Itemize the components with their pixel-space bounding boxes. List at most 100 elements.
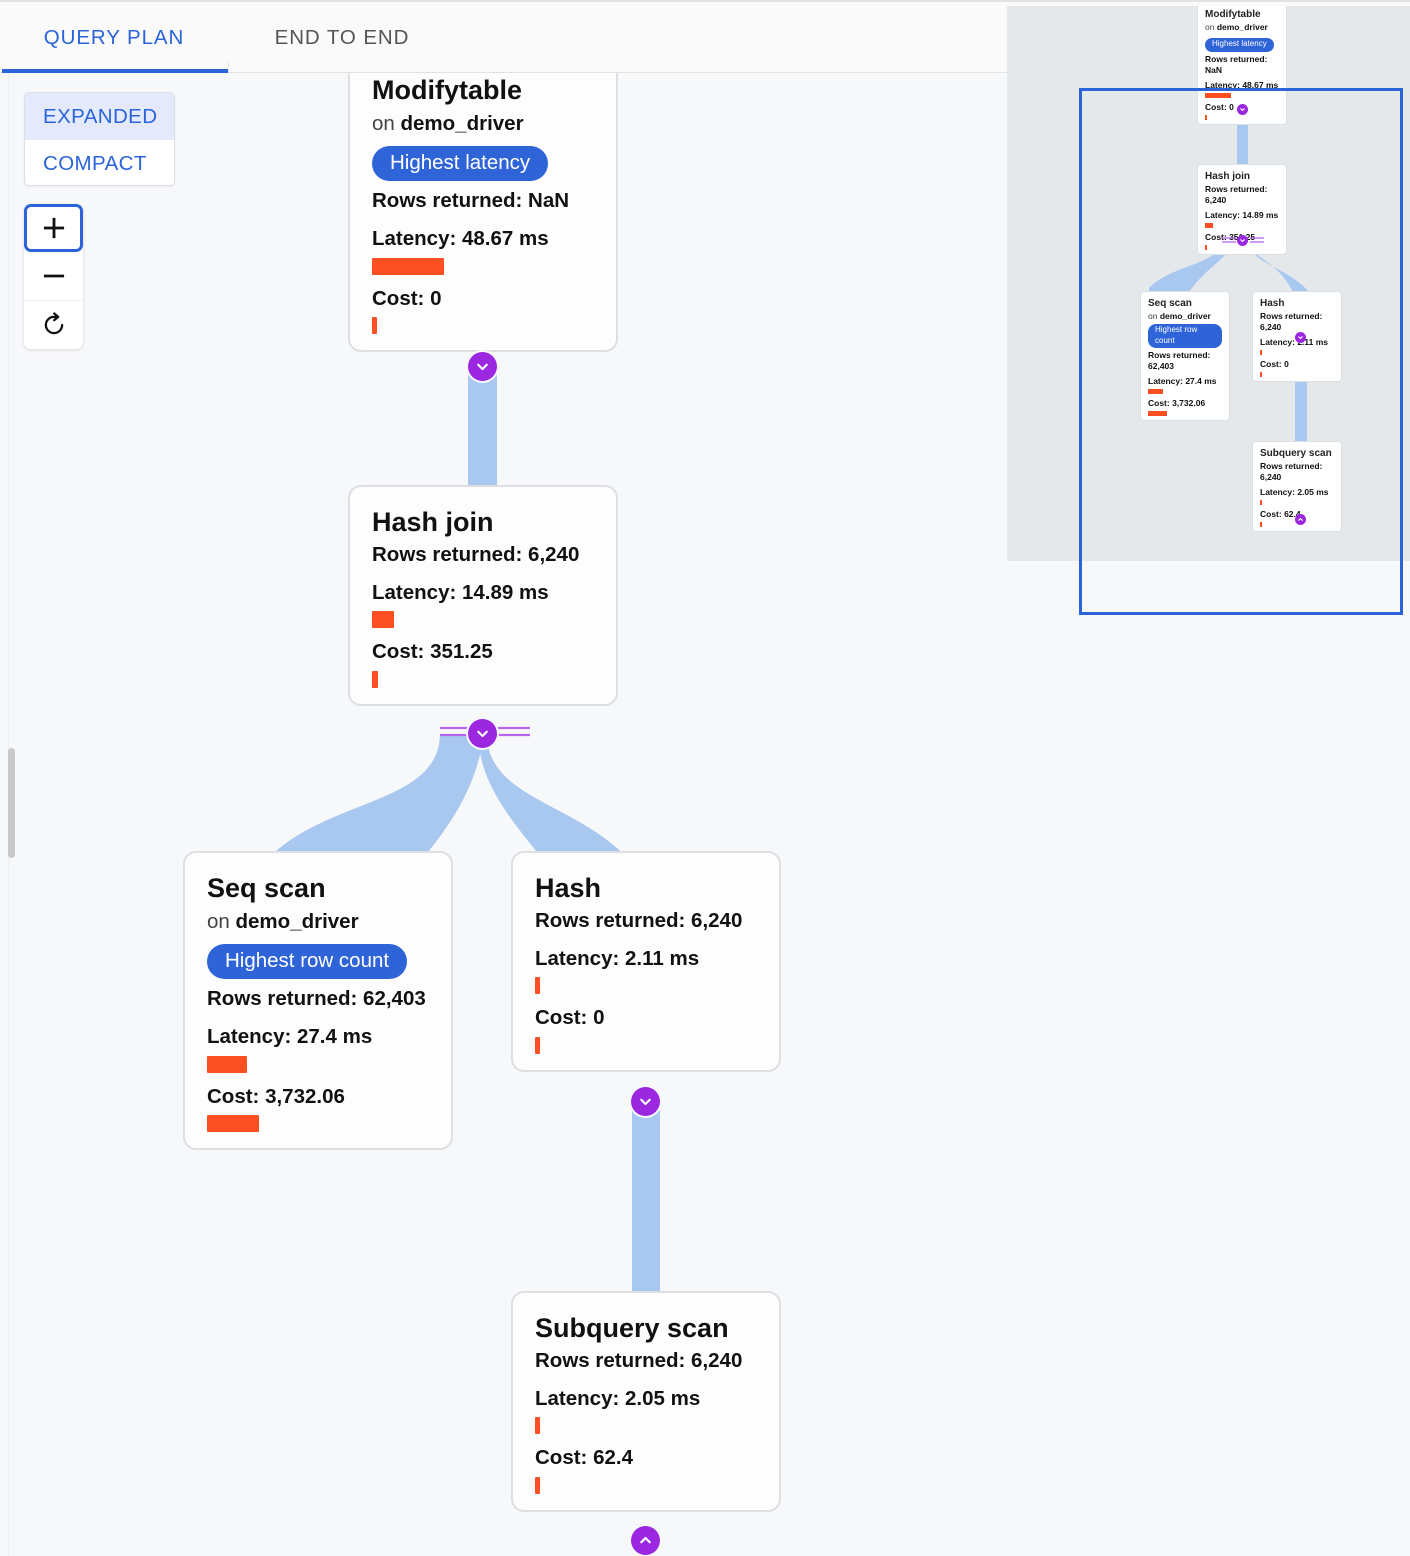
minimap-toggle-subquery-scan[interactable] — [1295, 514, 1306, 525]
minimap-node-rows: Rows returned: NaN — [1205, 53, 1268, 75]
zoom-in-button[interactable] — [24, 204, 83, 252]
tab-end-to-end[interactable]: END TO END — [228, 4, 456, 72]
minimap-node-title: Subquery scan — [1260, 448, 1332, 459]
minimap-hash-join-collapse-indicator — [1222, 237, 1264, 243]
minimap-node-badge: Highest row count — [1148, 324, 1222, 349]
plan-node-subquery-scan[interactable]: Subquery scan Rows returned: 6,240 Laten… — [511, 1291, 781, 1512]
node-rows-returned: Rows returned: 6,240 — [372, 542, 580, 566]
view-mode-compact-label: COMPACT — [43, 151, 147, 175]
chevron-up-icon — [1298, 517, 1303, 521]
minimap-node-latency: Latency: 27.4 ms — [1148, 376, 1217, 387]
node-badge-highest-row-count: Highest row count — [207, 943, 408, 980]
view-mode-compact[interactable]: COMPACT — [25, 140, 174, 185]
minimap-node-title: Hash join — [1205, 171, 1251, 182]
plan-node-hash-join[interactable]: Hash join Rows returned: 6,240 Latency: … — [348, 485, 618, 706]
toggle-expand-subquery-scan[interactable] — [631, 1526, 660, 1555]
relation-name: demo_driver — [1159, 311, 1211, 321]
latency-bar — [372, 257, 444, 275]
toggle-collapse-hash[interactable] — [631, 1087, 660, 1116]
node-latency: Latency: 14.89 ms — [372, 580, 549, 604]
hash-join-collapse-indicator — [440, 726, 530, 737]
chevron-up-icon — [640, 1536, 651, 1544]
minimap-cost-bar — [1205, 245, 1207, 251]
node-cost: Cost: 351.25 — [372, 640, 493, 664]
node-latency: Latency: 2.05 ms — [535, 1386, 701, 1410]
minimap-node-title: Hash — [1260, 298, 1285, 309]
minimap-node-cost: Cost: 0 — [1205, 101, 1234, 112]
minimap-node-title: Modifytable — [1205, 9, 1261, 20]
tab-separator — [228, 62, 229, 75]
view-mode-expanded[interactable]: EXPANDED — [25, 93, 174, 140]
relation-name: demo_driver — [400, 111, 524, 135]
node-relation: on demo_driver — [207, 907, 429, 938]
on-prefix: on — [207, 909, 236, 933]
minimap-latency-bar — [1205, 92, 1231, 98]
zoom-reset-button[interactable] — [24, 300, 83, 348]
latency-bar — [207, 1055, 247, 1073]
minimap-node-rows: Rows returned: 6,240 — [1260, 461, 1323, 483]
latency-bar — [535, 977, 540, 995]
on-prefix: on — [1148, 311, 1160, 321]
minimap[interactable]: Modifytable on demo_driver Highest laten… — [1007, 6, 1410, 561]
chevron-down-icon — [477, 363, 488, 371]
node-latency: Latency: 2.11 ms — [535, 946, 700, 970]
minus-icon — [43, 274, 64, 278]
minimap-toggle-modifytable[interactable] — [1237, 104, 1248, 115]
relation-name: demo_driver — [235, 909, 359, 933]
toggle-collapse-hash-join[interactable] — [468, 719, 497, 748]
latency-bar — [372, 611, 394, 629]
cost-bar — [535, 1036, 540, 1054]
cost-bar — [535, 1476, 540, 1494]
minimap-node-cost: Cost: 0 — [1260, 359, 1289, 370]
minimap-node-rows: Rows returned: 6,240 — [1205, 184, 1268, 206]
minimap-latency-bar — [1260, 350, 1262, 356]
toggle-collapse-modifytable[interactable] — [468, 352, 497, 381]
zoom-out-button[interactable] — [24, 252, 83, 300]
minimap-node-relation: on demo_driver — [1205, 21, 1279, 33]
tab-end-to-end-label: END TO END — [274, 26, 410, 49]
node-title: Subquery scan — [535, 1313, 729, 1343]
minimap-latency-bar — [1205, 223, 1213, 229]
plan-node-modifytable[interactable]: Modifytable on demo_driver Highest laten… — [348, 73, 618, 353]
node-latency: Latency: 48.67 ms — [372, 226, 549, 250]
active-tab-indicator — [2, 69, 228, 73]
node-cost: Cost: 0 — [535, 1006, 605, 1030]
minimap-node-rows: Rows returned: 6,240 — [1260, 311, 1323, 333]
view-mode-toggle[interactable]: EXPANDED COMPACT — [24, 92, 175, 186]
minimap-cost-bar — [1260, 522, 1262, 528]
plan-node-seq-scan[interactable]: Seq scan on demo_driver Highest row coun… — [183, 851, 453, 1151]
minimap-node-badge: Highest latency — [1205, 38, 1274, 52]
chevron-down-icon — [477, 730, 488, 738]
minimap-node-latency: Latency: 2.05 ms — [1260, 487, 1329, 498]
node-cost: Cost: 0 — [372, 286, 442, 310]
minimap-node-rows: Rows returned: 62,403 — [1148, 350, 1211, 372]
node-title: Seq scan — [207, 873, 326, 903]
minimap-node-relation: on demo_driver — [1148, 310, 1222, 322]
chevron-down-icon — [1298, 336, 1303, 340]
minimap-cost-bar — [1260, 372, 1262, 378]
cost-bar — [372, 317, 377, 335]
minimap-toggle-hash-join[interactable] — [1237, 235, 1248, 246]
vertical-scrollbar-handle[interactable] — [8, 748, 15, 858]
minimap-node-latency: Latency: 48.67 ms — [1205, 79, 1279, 90]
node-rows-returned: Rows returned: 6,240 — [535, 1348, 743, 1372]
cost-bar — [207, 1115, 259, 1133]
plan-node-hash[interactable]: Hash Rows returned: 6,240 Latency: 2.11 … — [511, 851, 781, 1072]
minimap-toggle-hash[interactable] — [1295, 332, 1306, 343]
minimap-node-seq-scan[interactable]: Seq scan on demo_driver Highest row coun… — [1140, 291, 1230, 422]
tab-query-plan[interactable]: QUERY PLAN — [0, 4, 228, 72]
tab-query-plan-label: QUERY PLAN — [43, 26, 185, 49]
minimap-cost-bar — [1205, 114, 1207, 120]
chevron-down-icon — [640, 1098, 651, 1106]
minimap-node-cost: Cost: 351.25 — [1205, 232, 1256, 243]
minimap-latency-bar — [1148, 389, 1163, 395]
plus-icon — [43, 217, 64, 239]
chevron-down-icon — [1240, 239, 1245, 243]
node-relation: on demo_driver — [372, 109, 594, 140]
minimap-latency-bar — [1260, 500, 1262, 506]
reset-rotate-icon — [44, 311, 63, 334]
node-title: Hash — [535, 873, 602, 903]
on-prefix: on — [1205, 22, 1217, 32]
minimap-node-latency: Latency: 2.11 ms — [1260, 337, 1329, 348]
view-mode-expanded-label: EXPANDED — [43, 104, 158, 128]
